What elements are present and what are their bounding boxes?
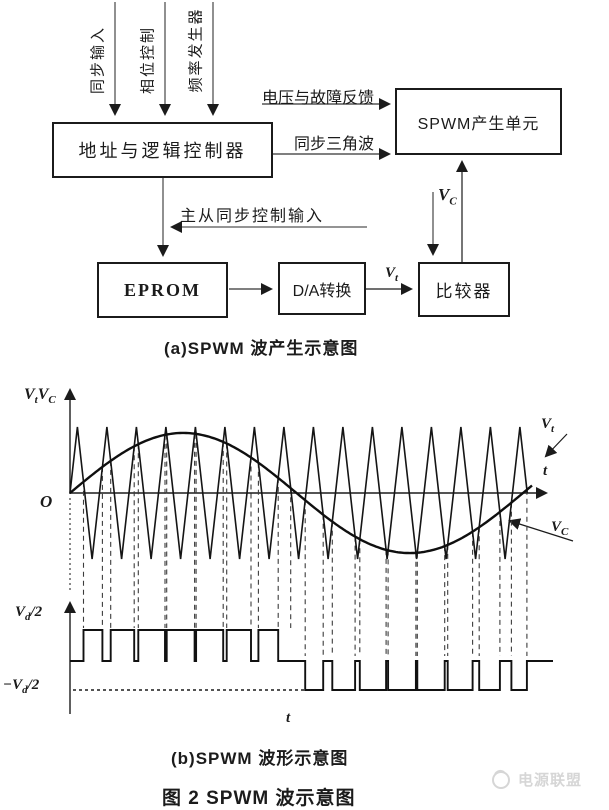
- sync-triangle-label: 同步三角波: [294, 136, 375, 153]
- t-axis2-label: t: [286, 710, 291, 726]
- neg-vd2-sub: d: [22, 684, 28, 696]
- y-axis-v1: V: [24, 386, 35, 403]
- vc-signal-main: V: [438, 185, 450, 204]
- figure-caption: 图 2 SPWM 波示意图: [162, 788, 356, 809]
- neg-vd2-rest: /2: [27, 677, 40, 693]
- vc-signal-label: VC: [438, 185, 457, 207]
- vt-signal-main: V: [385, 265, 396, 281]
- vt-ann-main: V: [541, 416, 552, 432]
- y-axis-s2: C: [48, 394, 56, 407]
- input-label-sync: 同步输入: [89, 25, 107, 95]
- vt-annotation: Vt: [541, 416, 554, 435]
- vd2-sub: d: [25, 611, 31, 623]
- t-axis-label: t: [543, 463, 548, 479]
- vt-signal-sub: t: [395, 272, 399, 284]
- controller-box: 地址与逻辑控制器: [52, 122, 273, 178]
- origin-label: O: [40, 492, 53, 511]
- vc-ann-sub: C: [561, 526, 569, 538]
- y-axis-s1: t: [34, 394, 38, 407]
- vt-pointer-arrow: [544, 433, 568, 458]
- spwm-unit-box: SPWM产生单元: [395, 88, 562, 155]
- vt-signal-label: Vt: [385, 265, 398, 284]
- carrier-triangle-wave: [69, 426, 529, 560]
- caption-b: (b)SPWM 波形示意图: [171, 749, 349, 768]
- vd2-rest: /2: [30, 604, 43, 620]
- caption-a: (a)SPWM 波产生示意图: [164, 339, 359, 358]
- vc-ann-main: V: [551, 519, 562, 535]
- dac-box: D/A转换: [278, 262, 366, 315]
- feedback-label: 电压与故障反馈: [262, 90, 375, 107]
- neg-vd2-label: −Vd/2: [3, 677, 39, 696]
- input-label-phase: 相位控制: [139, 25, 157, 95]
- spwm-pulse-train: [70, 629, 553, 691]
- waveform-axes: [64, 388, 574, 714]
- vc-pointer-arrow: [508, 518, 574, 542]
- neg-vd2-main: −V: [3, 677, 23, 693]
- watermark: 电源联盟: [489, 767, 582, 791]
- vd2-main: V: [15, 604, 26, 620]
- vc-signal-sub: C: [449, 195, 457, 208]
- spwm-waveform-plot: [69, 426, 553, 691]
- vc-annotation: VC: [551, 519, 568, 538]
- vd2-label: Vd/2: [15, 604, 42, 623]
- modulating-sine-wave: [69, 431, 533, 555]
- eprom-box: EPROM: [97, 262, 228, 318]
- master-slave-label: 主从同步控制输入: [180, 208, 325, 225]
- y-axis-label: VtVC: [24, 386, 56, 406]
- y-axis-v2: V: [37, 386, 49, 403]
- comparator-box: 比较器: [418, 262, 510, 317]
- input-label-frequency: 频率发生器: [187, 7, 205, 93]
- watermark-text: 电源联盟: [518, 771, 583, 789]
- watermark-logo-icon: [492, 769, 510, 789]
- vt-ann-sub: t: [551, 423, 555, 435]
- block-diagram-connectors: [109, 2, 468, 295]
